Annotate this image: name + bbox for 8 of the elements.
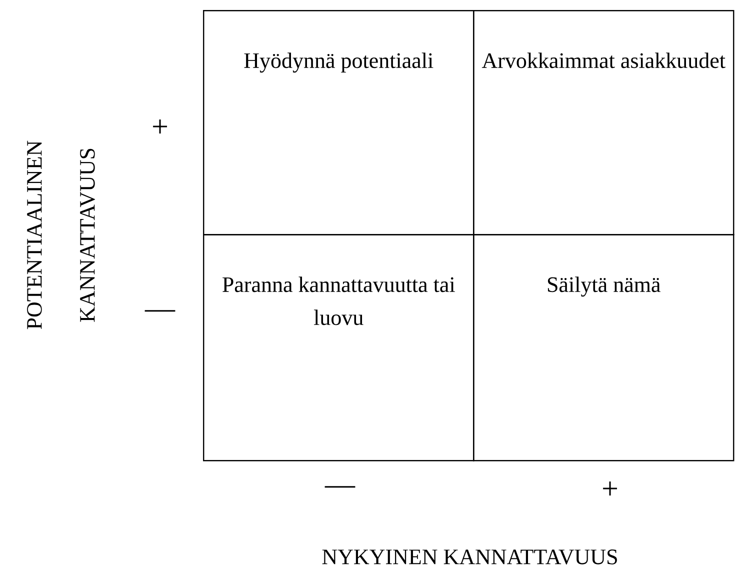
axis-title: POTENTIAALINEN KANNATTAVUUS [27, 140, 95, 330]
quadrant-box: Hyödynnä potentiaali [203, 10, 474, 236]
axis-title: NYKYINEN KANNATTAVUUS [322, 550, 617, 564]
quadrant-box: Paranna kannattavuutta tai luovu [203, 234, 474, 462]
axis-sign: — [144, 310, 176, 312]
quadrant-box: Arvokkaimmat asiakkuudet [473, 10, 734, 236]
axis-sign: + [153, 120, 167, 134]
quadrant-box: Säilytä nämä [473, 234, 734, 462]
